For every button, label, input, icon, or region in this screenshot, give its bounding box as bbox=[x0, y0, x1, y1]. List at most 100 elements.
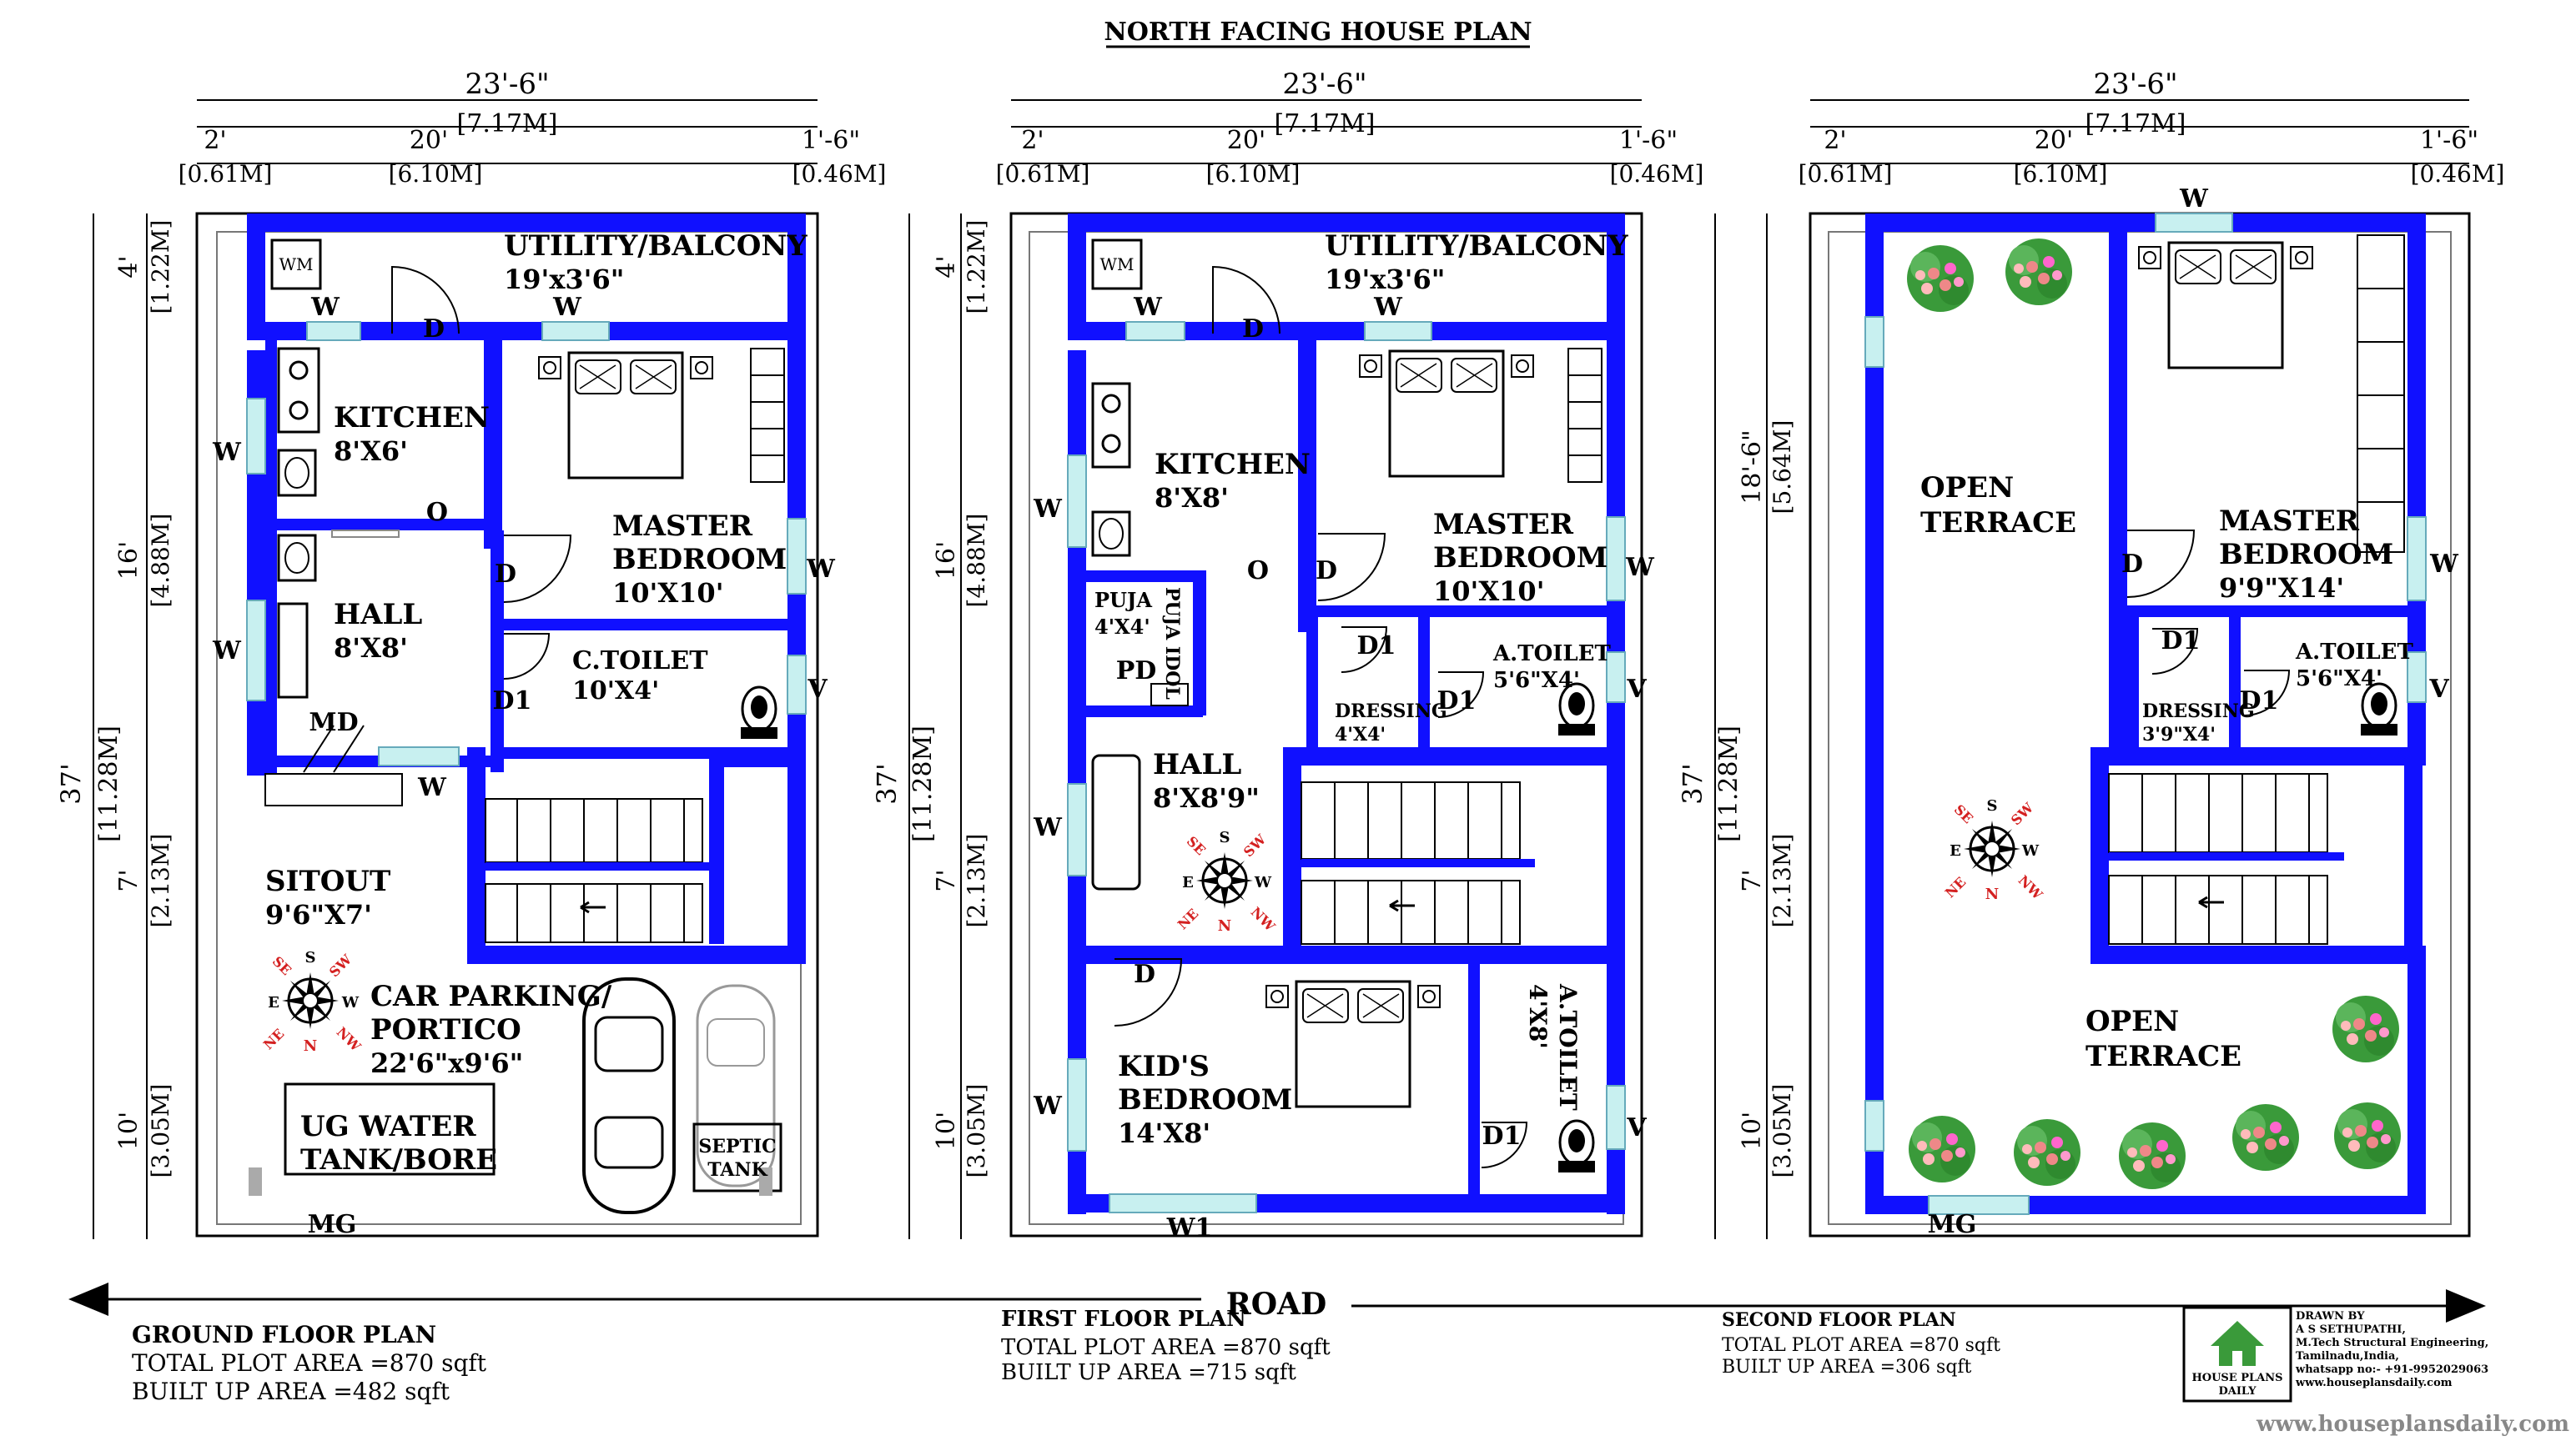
compass-sw: SW bbox=[2008, 799, 2037, 828]
door-label: D1 bbox=[1437, 686, 1477, 715]
window-label: W bbox=[1373, 293, 1403, 322]
door-label: D1 bbox=[1357, 631, 1396, 660]
dim-total-height-m: [11.28M] bbox=[908, 726, 938, 842]
room-size-hall: 8'X8'9" bbox=[1153, 782, 1260, 814]
room-label-utility: UTILITY/BALCONY bbox=[504, 229, 808, 263]
room-size-atoilet-2: 4'X8' bbox=[1524, 984, 1552, 1049]
room-label-dressing: DRESSING bbox=[2142, 700, 2255, 722]
window-label: W bbox=[212, 438, 242, 467]
door-label: D1 bbox=[2161, 626, 2201, 655]
credit-degree: M.Tech Structural Engineering, bbox=[2296, 1337, 2488, 1349]
compass-w: W bbox=[341, 994, 360, 1012]
washing-machine-label: WM bbox=[279, 254, 313, 274]
window-label: W bbox=[310, 293, 340, 322]
main-gate-label: MG bbox=[1928, 1210, 1977, 1239]
dim-h185: 18'-6" bbox=[1738, 429, 1767, 504]
compass-se: SE bbox=[269, 953, 294, 978]
dim-total-height: 37' bbox=[55, 763, 87, 805]
label-puja-idol: PUJA IDOL bbox=[1161, 587, 1183, 700]
dim-h7-m: [2.13M] bbox=[147, 834, 174, 928]
ventilator-label: V bbox=[1626, 1113, 1647, 1142]
room-label-hall: HALL bbox=[1153, 748, 1241, 781]
dim-h4-m: [1.22M] bbox=[147, 220, 174, 314]
dim-h10: 10' bbox=[932, 1112, 961, 1150]
door-label: D bbox=[1134, 960, 1155, 989]
window-label: W bbox=[2179, 184, 2209, 213]
label-ug-water-2: TANK/BORE bbox=[300, 1143, 497, 1177]
room-label-kids: KID'S bbox=[1118, 1050, 1210, 1083]
main-door-label: MD bbox=[309, 708, 358, 737]
dim-h7: 7' bbox=[932, 869, 961, 891]
road-label: ROAD bbox=[1226, 1287, 1326, 1322]
dim-seg3-m: [0.46M] bbox=[1610, 160, 1704, 188]
main-gate-label: MG bbox=[308, 1210, 357, 1239]
dim-total-width: 23'-6" bbox=[465, 68, 549, 101]
room-label-kitchen: KITCHEN bbox=[1155, 448, 1311, 481]
door-label: D1 bbox=[493, 686, 532, 715]
label-ug-water: UG WATER bbox=[300, 1110, 476, 1143]
window-label: W bbox=[212, 636, 242, 665]
credit-web: www.houseplansdaily.com bbox=[2295, 1377, 2453, 1389]
room-size-master: 10'X10' bbox=[612, 577, 723, 609]
window-label: W bbox=[552, 293, 582, 322]
puja-door-label: PD bbox=[1116, 656, 1157, 685]
ventilator-label: V bbox=[807, 675, 828, 704]
dim-seg1: 2' bbox=[204, 126, 226, 155]
room-label-kids-2: BEDROOM bbox=[1118, 1083, 1292, 1117]
room-label-sitout: SITOUT bbox=[265, 865, 390, 898]
washing-machine-label: WM bbox=[1099, 254, 1134, 274]
room-label-atoilet: A.TOILET bbox=[2295, 640, 2413, 665]
opening-label: O bbox=[1247, 556, 1269, 585]
second-plan-title: SECOND FLOOR PLAN bbox=[1722, 1309, 1956, 1331]
room-size-master: 10'X10' bbox=[1433, 575, 1544, 607]
dim-h16: 16' bbox=[932, 541, 961, 580]
room-label-puja: PUJA bbox=[1094, 588, 1152, 612]
door-label: D bbox=[2121, 550, 2143, 579]
dim-h4: 4' bbox=[932, 255, 961, 278]
room-size-dressing: 3'9"X4' bbox=[2142, 724, 2216, 746]
room-size-atoilet: 5'6"X4' bbox=[2296, 666, 2382, 691]
car-icon bbox=[582, 977, 676, 1214]
compass-e: E bbox=[1950, 842, 1961, 860]
room-size-hall: 8'X8' bbox=[334, 632, 408, 664]
compass-nw: NW bbox=[1248, 904, 1279, 935]
staircase bbox=[485, 798, 717, 943]
dim-total-height: 37' bbox=[1677, 763, 1708, 805]
compass-sw: SW bbox=[326, 951, 355, 980]
dim-h7-m: [2.13M] bbox=[1768, 834, 1796, 928]
room-label-hall: HALL bbox=[334, 598, 422, 631]
dim-seg2-m: [6.10M] bbox=[389, 160, 483, 188]
label-septic-2: TANK bbox=[707, 1159, 767, 1181]
dim-seg2-m: [6.10M] bbox=[1206, 160, 1301, 188]
room-size-kids: 14'X8' bbox=[1118, 1117, 1210, 1149]
dim-seg3: 1'-6" bbox=[1619, 126, 1678, 155]
compass-s: S bbox=[305, 949, 316, 967]
room-label-master-2: BEDROOM bbox=[1433, 541, 1607, 575]
dim-h7-m: [2.13M] bbox=[963, 834, 990, 928]
room-label-car: CAR PARKING/ bbox=[370, 980, 612, 1013]
dim-h10-m: [3.05M] bbox=[963, 1084, 990, 1178]
room-label-open-terrace-2: TERRACE bbox=[1920, 506, 2076, 540]
car-icon-outline bbox=[696, 984, 776, 1187]
room-label-open-terrace-b-2: TERRACE bbox=[2085, 1040, 2241, 1073]
window-label: W bbox=[806, 555, 836, 584]
compass-w: W bbox=[1254, 874, 1272, 891]
dim-total-height-m: [11.28M] bbox=[94, 726, 123, 842]
dim-seg2: 20' bbox=[2035, 126, 2073, 155]
opening-label: O bbox=[426, 498, 448, 527]
room-size-utility: 19'x3'6" bbox=[1325, 264, 1445, 295]
dim-seg3: 1'-6" bbox=[2420, 126, 2478, 155]
window-label: W1 bbox=[1166, 1213, 1213, 1243]
second-plan-area: TOTAL PLOT AREA =870 sqft bbox=[1722, 1335, 2000, 1356]
compass-sw: SW bbox=[1240, 831, 1270, 860]
logo-badge: HOUSE PLANS DAILY bbox=[2182, 1306, 2292, 1403]
dim-seg2: 20' bbox=[410, 126, 448, 155]
dim-h10-m: [3.05M] bbox=[1768, 1084, 1796, 1178]
dim-total-height-m: [11.28M] bbox=[1714, 726, 1743, 842]
website-watermark: www.houseplansdaily.com bbox=[2256, 1412, 2569, 1437]
dim-h10-m: [3.05M] bbox=[147, 1084, 174, 1178]
window-label: W bbox=[2429, 550, 2459, 579]
compass-nw: NW bbox=[334, 1024, 365, 1055]
label-septic: SEPTIC bbox=[698, 1136, 776, 1157]
door-label: D bbox=[423, 314, 445, 344]
